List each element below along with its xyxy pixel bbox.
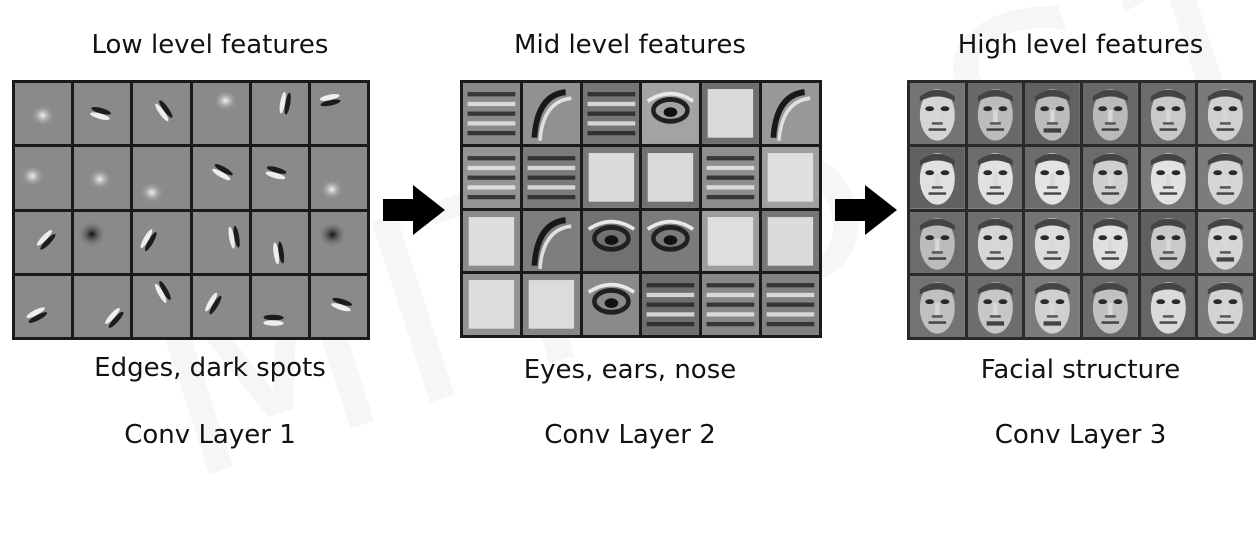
feature-cell	[192, 83, 249, 145]
feature-cell	[910, 211, 965, 273]
feature-cell	[967, 211, 1023, 273]
feature-cell	[74, 83, 131, 145]
feature-cell	[762, 210, 819, 272]
right-arrow-icon	[835, 185, 897, 235]
feature-cell	[967, 147, 1023, 209]
feature-cell	[251, 147, 308, 209]
panel-layer-label: Conv Layer 3	[994, 420, 1167, 450]
feature-cell	[910, 147, 965, 209]
feature-cell	[310, 147, 367, 209]
feature-cell	[642, 83, 700, 144]
feature-cell	[910, 83, 965, 145]
feature-cell	[967, 275, 1023, 337]
feature-cell	[910, 275, 965, 337]
feature-cell	[642, 210, 700, 272]
feature-cell	[582, 83, 640, 144]
feature-cell	[1140, 83, 1196, 145]
feature-cell	[762, 83, 819, 144]
panel-caption: Edges, dark spots	[94, 353, 326, 383]
panel-title: High level features	[957, 30, 1204, 60]
feature-cell	[522, 83, 580, 144]
feature-cell	[463, 83, 520, 144]
feature-cell	[522, 146, 580, 208]
feature-cell	[133, 211, 190, 273]
feature-cell	[702, 83, 760, 144]
feature-cell	[15, 83, 72, 145]
feature-cell	[762, 274, 819, 335]
feature-cell	[1025, 83, 1080, 145]
feature-grid-layer1	[12, 80, 370, 340]
feature-cell	[642, 274, 700, 335]
feature-cell	[74, 275, 131, 337]
feature-cell	[1140, 275, 1196, 337]
feature-cell	[74, 147, 131, 209]
feature-cell	[310, 211, 367, 273]
feature-cell	[1083, 147, 1138, 209]
feature-cell	[967, 83, 1023, 145]
feature-cell	[1140, 147, 1196, 209]
feature-cell	[582, 274, 640, 335]
feature-cell	[702, 210, 760, 272]
feature-cell	[1025, 211, 1080, 273]
feature-cell	[15, 275, 72, 337]
feature-cell	[1083, 275, 1138, 337]
feature-cell	[251, 211, 308, 273]
feature-cell	[74, 211, 131, 273]
feature-cell	[702, 146, 760, 208]
feature-cell	[1083, 83, 1138, 145]
panel-layer-label: Conv Layer 1	[124, 420, 296, 450]
feature-cell	[15, 147, 72, 209]
feature-cell	[310, 83, 367, 145]
feature-cell	[1025, 275, 1080, 337]
feature-grid-layer3	[907, 80, 1256, 340]
feature-cell	[133, 147, 190, 209]
feature-cell	[133, 275, 190, 337]
feature-cell	[702, 274, 760, 335]
feature-cell	[463, 274, 520, 335]
panel-caption: Facial structure	[980, 355, 1181, 385]
feature-cell	[192, 275, 249, 337]
feature-grid-layer2	[460, 80, 822, 338]
feature-cell	[251, 275, 308, 337]
feature-cell	[251, 83, 308, 145]
feature-cell	[192, 211, 249, 273]
feature-cell	[522, 210, 580, 272]
feature-cell	[1140, 211, 1196, 273]
feature-cell	[582, 146, 640, 208]
feature-cell	[642, 146, 700, 208]
feature-cell	[310, 275, 367, 337]
feature-cell	[463, 210, 520, 272]
panel-caption: Eyes, ears, nose	[523, 355, 737, 385]
feature-cell	[1198, 147, 1253, 209]
feature-cell	[582, 210, 640, 272]
feature-cell	[1083, 211, 1138, 273]
feature-cell	[1025, 147, 1080, 209]
feature-cell	[522, 274, 580, 335]
feature-cell	[762, 146, 819, 208]
feature-cell	[1198, 83, 1253, 145]
feature-cell	[1198, 211, 1253, 273]
right-arrow-icon	[383, 185, 445, 235]
panel-title: Mid level features	[514, 30, 746, 60]
feature-cell	[133, 83, 190, 145]
panel-title: Low level features	[91, 30, 329, 60]
panel-layer-label: Conv Layer 2	[544, 420, 716, 450]
feature-cell	[192, 147, 249, 209]
feature-cell	[1198, 275, 1253, 337]
feature-cell	[15, 211, 72, 273]
feature-cell	[463, 146, 520, 208]
